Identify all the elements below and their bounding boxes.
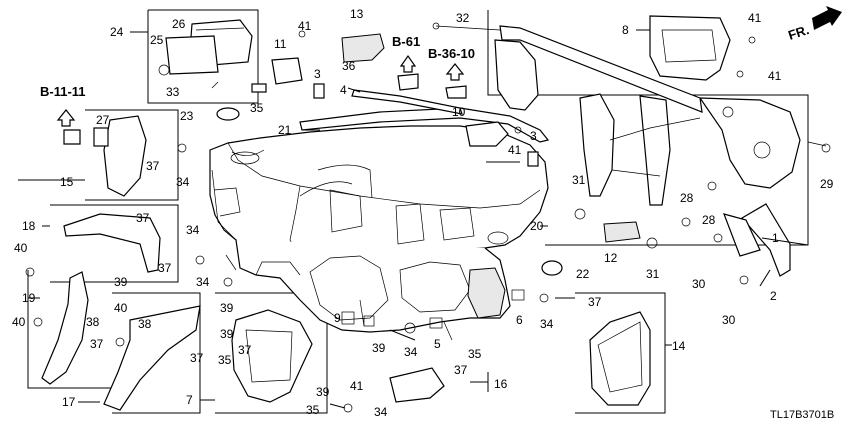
callout-numbers: 1 2 3 3 4 5 6 7 8 9 10 11 12 13 14 15 16… [12,7,834,419]
airbag-module [158,19,253,89]
fasteners [25,30,831,413]
callout-39: 39 [220,301,234,315]
callout-35: 35 [468,347,482,361]
callout-34: 34 [540,317,554,331]
garnish-16 [389,367,445,403]
callout-34: 34 [176,175,190,189]
callout-3: 3 [530,129,537,143]
callout-6: 6 [516,313,523,327]
diagram-code: TL17B3701B [770,409,834,421]
callout-37: 37 [190,351,204,365]
callout-37: 37 [588,295,602,309]
callout-41: 41 [748,11,762,25]
small-parts [63,33,791,301]
ref-b-61: B-61 [392,34,420,49]
callout-34: 34 [404,345,418,359]
leader-lines [18,29,809,409]
callout-38: 38 [86,315,100,329]
callout-37: 37 [454,363,468,377]
callout-19: 19 [22,291,36,305]
callout-35: 35 [218,353,232,367]
callout-41: 41 [508,143,522,157]
callout-25: 25 [150,33,164,47]
callout-29: 29 [820,177,834,191]
callout-39: 39 [372,341,386,355]
callout-32: 32 [456,11,470,25]
callout-40: 40 [12,315,26,329]
callout-21: 21 [278,123,292,137]
ref-b-36-10: B-36-10 [428,46,475,61]
callout-22: 22 [576,267,590,281]
steering-hanger-beam [432,22,827,206]
callout-35: 35 [250,101,264,115]
pillar-trim-19 [41,271,89,385]
callout-41: 41 [298,19,312,33]
callout-16: 16 [494,377,508,391]
callout-40: 40 [114,301,128,315]
callout-30: 30 [722,313,736,327]
callout-34: 34 [374,405,388,419]
callout-34: 34 [196,275,210,289]
callout-11: 11 [274,37,287,51]
callout-2: 2 [770,289,777,303]
callout-7: 7 [186,393,193,407]
instrument-panel [209,125,549,341]
callout-1: 1 [772,231,779,245]
callout-39: 39 [316,385,330,399]
ref-b-11-11: B-11-11 [40,84,86,99]
callout-37: 37 [136,211,150,225]
callout-30: 30 [692,277,706,291]
top-strips [299,89,550,143]
callout-4: 4 [340,83,347,97]
callout-31: 31 [646,267,660,281]
callout-41: 41 [768,69,782,83]
callout-31: 31 [572,173,586,187]
callout-40: 40 [14,241,28,255]
callout-28: 28 [702,213,716,227]
callout-20: 20 [530,219,544,233]
side-panel-15 [103,115,147,197]
callout-14: 14 [672,339,686,353]
callout-37: 37 [158,261,172,275]
callout-35: 35 [306,403,320,417]
callout-38: 38 [138,317,152,331]
callout-34: 34 [186,223,200,237]
reference-arrows [56,54,465,127]
callout-26: 26 [172,17,186,31]
front-direction-label: FR. [786,22,811,43]
callout-27: 27 [96,113,110,127]
callout-13: 13 [350,7,364,21]
callout-18: 18 [22,219,36,233]
callout-36: 36 [342,59,356,73]
kick-trim-17 [103,305,201,411]
group-boxes [27,9,809,414]
glove-box-lid [589,311,651,406]
callout-37: 37 [146,159,160,173]
callout-15: 15 [60,175,74,189]
callout-5: 5 [434,337,441,351]
callout-39: 39 [220,327,234,341]
callout-10: 10 [452,105,466,119]
callout-3: 3 [314,67,321,81]
callout-41: 41 [350,379,364,393]
garnish-18 [63,213,161,273]
callout-17: 17 [62,395,76,409]
bracket-8 [649,15,731,81]
callout-23: 23 [180,109,194,123]
callout-33: 33 [166,85,180,99]
callout-37: 37 [238,343,252,357]
callout-12: 12 [604,251,618,265]
front-direction-indicator: FR. [786,6,842,43]
callout-28: 28 [680,191,694,205]
callout-24: 24 [110,25,124,39]
callout-9: 9 [334,311,341,325]
callout-8: 8 [622,23,629,37]
callout-39: 39 [114,275,128,289]
callout-37: 37 [90,337,104,351]
